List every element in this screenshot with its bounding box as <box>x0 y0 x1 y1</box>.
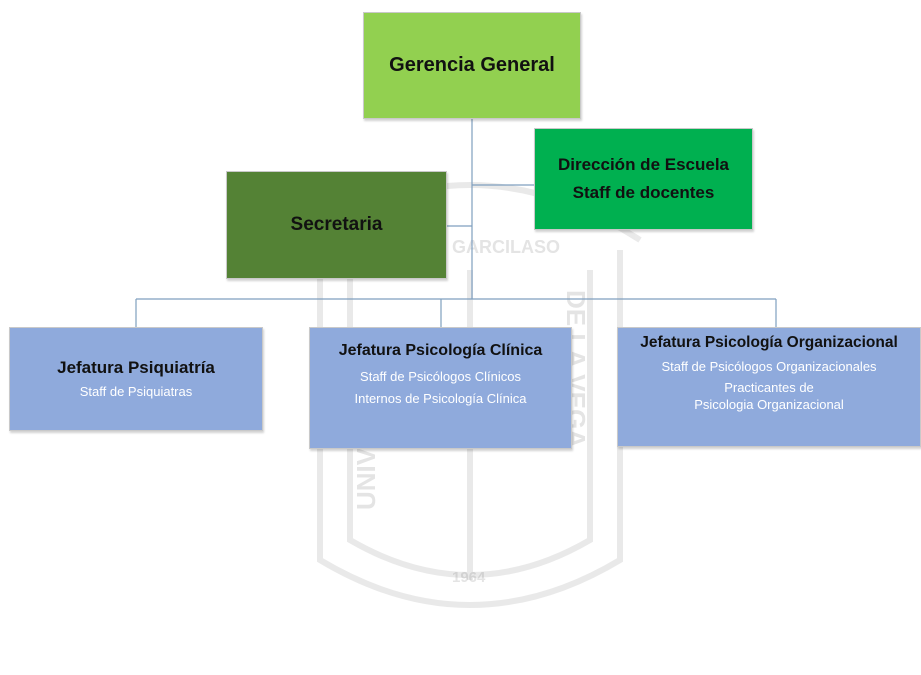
node-title: Jefatura Psiquiatría <box>57 357 215 377</box>
node-secretaria: Secretaria <box>226 171 447 279</box>
node-subtitle: Staff de docentes <box>572 183 715 202</box>
node-jefatura-psicologia-clinica: Jefatura Psicología Clínica Staff de Psi… <box>309 327 572 449</box>
node-jefatura-psicologia-organizacional: Jefatura Psicología Organizacional Staff… <box>617 327 921 447</box>
node-line: Internos de Psicología Clínica <box>354 391 527 406</box>
node-title: Jefatura Psicología Clínica <box>338 342 543 359</box>
node-line: Staff de Psicólogos Organizacionales <box>661 359 877 374</box>
node-title: Gerencia General <box>389 54 555 76</box>
node-line: Practicantes de Psicologia Organizaciona… <box>694 380 844 412</box>
node-jefatura-psiquiatria: Jefatura Psiquiatría Staff de Psiquiatra… <box>9 327 263 431</box>
node-line: Staff de Psicólogos Clínicos <box>360 369 521 384</box>
node-title: Dirección de Escuela <box>557 155 730 174</box>
node-direccion-escuela: Dirección de Escuela Staff de docentes <box>534 128 753 230</box>
node-title: Secretaria <box>290 214 383 235</box>
node-title: Jefatura Psicología Organizacional <box>640 334 898 351</box>
node-line: Staff de Psiquiatras <box>79 383 193 399</box>
node-gerencia-general: Gerencia General <box>363 12 581 119</box>
